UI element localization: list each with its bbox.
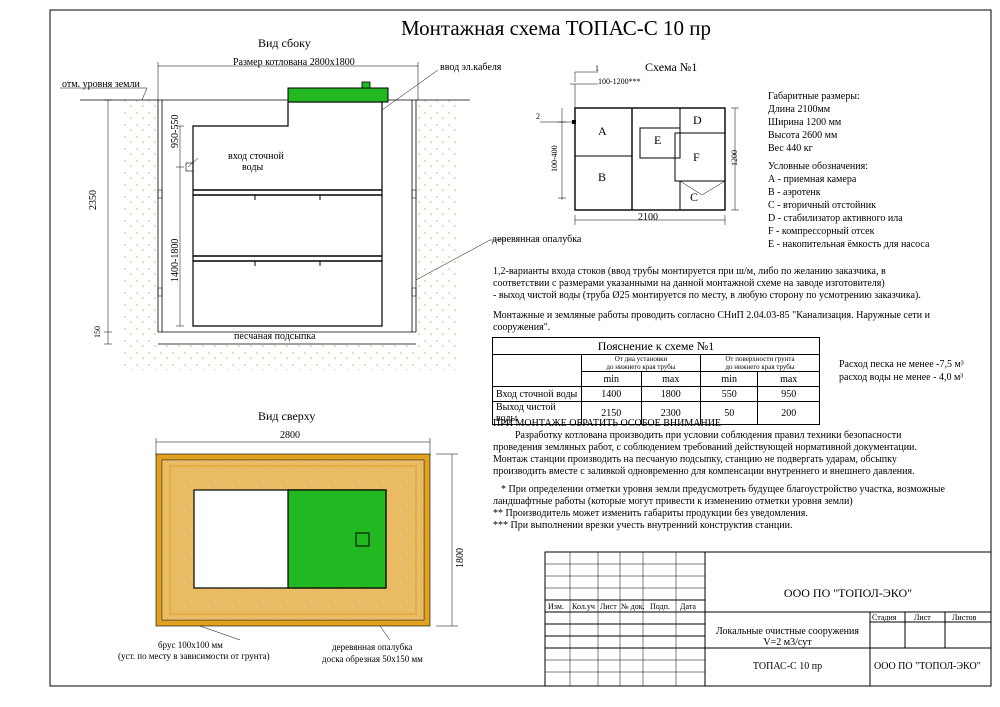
notes-block: 1,2-варианты входа стоков (ввод трубы мо…	[493, 266, 930, 334]
stamp-podp: Подп.	[650, 602, 670, 611]
formwork-label-1: деревянная опалубка	[332, 642, 413, 652]
sewage-inlet-label-2: воды	[242, 162, 264, 173]
footnote-1b: ландшафтные работы (которые могут привес…	[493, 496, 853, 507]
sand-bed-label: песчаная подсыпка	[234, 331, 316, 342]
stamp-koluch: Кол.уч	[572, 602, 595, 611]
specs-weight: Вес 440 кг	[768, 143, 813, 154]
beam-label-1: брус 100х100 мм	[158, 640, 223, 650]
specs-block: Габаритные размеры: Длина 2100мм Ширина …	[768, 90, 860, 155]
attention-line: проведения земляных работ, с соблюдением…	[493, 442, 917, 453]
specs-length: Длина 2100мм	[768, 104, 831, 115]
sewage-inlet-label-1: вход сточной	[228, 151, 284, 162]
note-line-2: соответствии с размерами указанными на д…	[493, 278, 885, 289]
stamp-stadia: Стадия	[872, 613, 897, 622]
legend-c: С - вторичный отстойник	[768, 200, 876, 211]
legend-block: Условные обозначения: А - приемная камер…	[768, 160, 929, 251]
stamp-company-2: ООО ПО "ТОПОЛ-ЭКО"	[874, 661, 981, 672]
scheme-dim-1: 1	[595, 64, 599, 73]
stamp-company: ООО ПО "ТОПОЛ-ЭКО"	[783, 586, 913, 600]
scheme-dim-2: 2	[536, 112, 540, 121]
page-title: Монтажная схема ТОПАС-С 10 пр	[401, 16, 711, 40]
scheme-label-c: C	[690, 190, 699, 204]
scheme-label-b: B	[598, 170, 607, 184]
scheme-label-d: D	[693, 113, 702, 127]
side-view-drawing	[60, 62, 505, 370]
attention-line: производить вместе с заливкой одновремен…	[493, 466, 915, 477]
consumption-block: Расход песка не менее -7,5 м³ расход вод…	[839, 358, 964, 384]
scheme-label-e: E	[654, 133, 662, 147]
legend-e: E - накопительная ёмкость для насоса	[768, 239, 930, 250]
scheme-drawing	[540, 71, 739, 225]
legend-f: F - компрессорный отсек	[768, 226, 875, 237]
scheme-heading: Схема №1	[645, 60, 698, 74]
footnote-2: ** Производитель может изменить габариты…	[493, 508, 808, 519]
note-line-5: сооружения".	[493, 322, 551, 333]
scheme-label-a: A	[598, 124, 607, 138]
cable-inlet-label: ввод эл.кабеля	[440, 62, 502, 73]
wood-formwork-label: деревянная опалубка	[492, 234, 582, 245]
stamp-data: Дата	[680, 602, 696, 611]
stamp-list-2: Лист	[914, 613, 931, 622]
scheme-dim-2100: 2100	[638, 212, 658, 223]
legend-b: В - аэротенк	[768, 187, 821, 198]
table-row: Выход чистой воды 2150 2300 50 200	[492, 401, 820, 425]
legend-heading: Условные обозначения:	[768, 161, 869, 172]
attention-line: Разработку котлована производить при усл…	[515, 430, 902, 441]
water-consumption: расход воды не менее - 4,0 м³	[839, 372, 964, 383]
scheme-label-f: F	[693, 150, 700, 164]
top-view-drawing	[155, 438, 458, 640]
footnote-3: *** При выполнении врезки учесть внутрен…	[493, 520, 793, 531]
stamp-ndok: № док.	[621, 602, 645, 611]
specs-height: Высота 2600 мм	[768, 130, 838, 141]
note-line-3: - выход чистой воды (труба Ø25 монтирует…	[493, 290, 921, 301]
stamp-model: ТОПАС-С 10 пр	[752, 661, 823, 672]
top-dim-2800: 2800	[280, 430, 300, 441]
attention-heading: ПРИ МОНТАЖЕ ОБРАТИТЬ ОСОБОЕ ВНИМАНИЕ	[493, 418, 722, 429]
scheme-dim-100-1200: 100-1200***	[598, 77, 641, 86]
beam-label-2: (уст. по месту в зависимости от грунта)	[118, 651, 270, 661]
stamp-izm: Изм.	[548, 602, 564, 611]
sand-consumption: Расход песка не менее -7,5 м³	[839, 359, 964, 370]
attention-line: Монтаж станции производить на песчаную п…	[493, 454, 897, 465]
pit-size-label: Размер котлована 2800x1800	[233, 57, 355, 68]
legend-a: А - приемная камера	[768, 174, 857, 185]
side-view-heading: Вид сбоку	[258, 36, 311, 50]
stamp-list: Лист	[600, 602, 617, 611]
note-line-1: 1,2-варианты входа стоков (ввод трубы мо…	[493, 266, 886, 277]
specs-width: Ширина 1200 мм	[768, 117, 842, 128]
top-view-heading: Вид сверху	[258, 409, 316, 423]
specs-heading: Габаритные размеры:	[768, 91, 860, 102]
formwork-label-2: доска обрезная 50х150 мм	[322, 654, 423, 664]
legend-d: D - стабилизатор активного ила	[768, 213, 903, 224]
attention-block: ПРИ МОНТАЖЕ ОБРАТИТЬ ОСОБОЕ ВНИМАНИЕ Раз…	[493, 418, 945, 532]
ground-level-label: отм. уровня земли	[62, 79, 140, 90]
footnote-1: * При определении отметки уровня земли п…	[501, 484, 945, 495]
stamp-listov: Листов	[952, 613, 977, 622]
note-line-4: Монтажные и земляные работы проводить со…	[493, 310, 930, 321]
